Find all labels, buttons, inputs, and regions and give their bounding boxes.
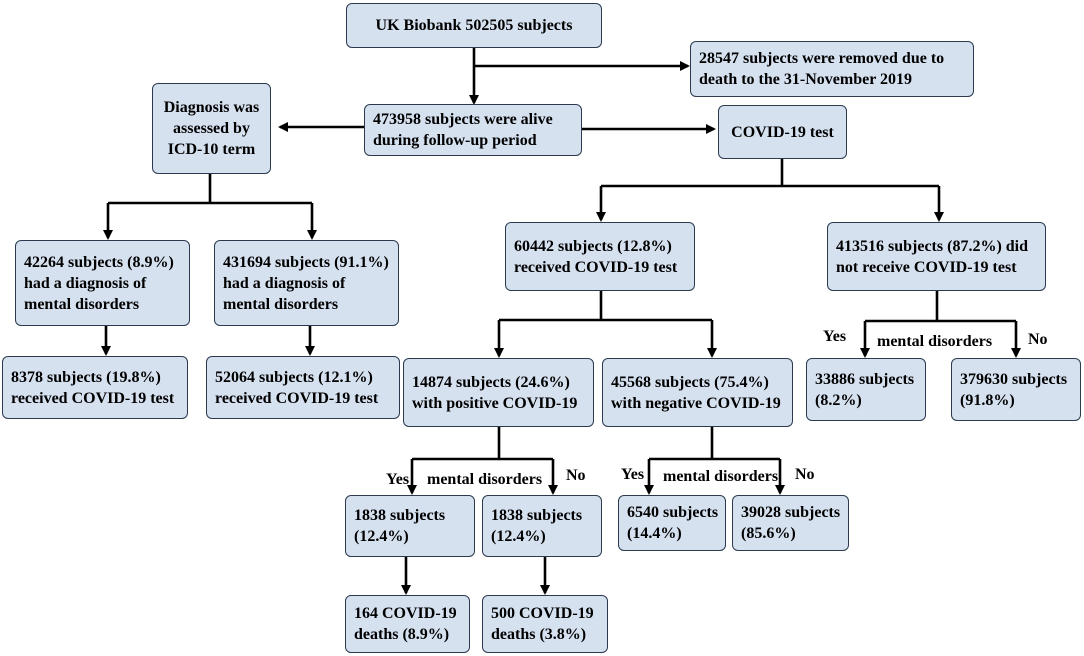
- deaths-md-no-box: 500 COVID-19 deaths (3.8%): [482, 595, 608, 653]
- negative-md-no-box: 39028 subjects (85.6%): [732, 495, 849, 551]
- covid-test-box: COVID-19 test: [718, 105, 847, 159]
- not-received-test-box: 413516 subjects (87.2%) did not receive …: [827, 222, 1046, 291]
- total-subjects-box: UK Biobank 502505 subjects: [346, 3, 602, 48]
- positive-md-yes-box: 1838 subjects (12.4%): [345, 495, 475, 557]
- not-received-md-yes-box: 33886 subjects (8.2%): [806, 358, 926, 421]
- mental-disorders-label: mental disorders: [663, 468, 779, 485]
- no-label: No: [795, 466, 815, 483]
- yes-label: Yes: [386, 471, 410, 488]
- yes-label: Yes: [621, 466, 645, 483]
- md-tested-box: 8378 subjects (19.8%) received COVID-19 …: [2, 356, 188, 419]
- not-received-md-no-box: 379630 subjects (91.8%): [951, 358, 1081, 421]
- deaths-md-yes-box: 164 COVID-19 deaths (8.9%): [345, 595, 470, 653]
- negative-md-yes-box: 6540 subjects (14.4%): [618, 495, 726, 551]
- without-mental-disorders-box: 431694 subjects (91.1%) had a diagnosis …: [214, 240, 399, 326]
- diagnosis-method-box: Diagnosis was assessed by ICD-10 term: [152, 83, 271, 174]
- negative-covid-box: 45568 subjects (75.4%) with negative COV…: [602, 358, 793, 427]
- mental-disorders-label: mental disorders: [877, 333, 993, 350]
- positive-covid-box: 14874 subjects (24.6%) with positive COV…: [403, 358, 594, 427]
- with-mental-disorders-box: 42264 subjects (8.9%) had a diagnosis of…: [15, 240, 190, 326]
- received-test-box: 60442 subjects (12.8%) received COVID-19…: [505, 222, 695, 291]
- no-label: No: [1028, 331, 1048, 348]
- mental-disorders-label: mental disorders: [427, 471, 543, 488]
- removed-subjects-box: 28547 subjects were removed due to death…: [690, 41, 974, 97]
- yes-label: Yes: [823, 328, 847, 345]
- nomd-tested-box: 52064 subjects (12.1%) received COVID-19…: [206, 356, 400, 419]
- alive-subjects-box: 473958 subjects were alive during follow…: [364, 104, 582, 156]
- no-label: No: [566, 467, 586, 484]
- positive-md-no-box: 1838 subjects (12.4%): [482, 495, 602, 557]
